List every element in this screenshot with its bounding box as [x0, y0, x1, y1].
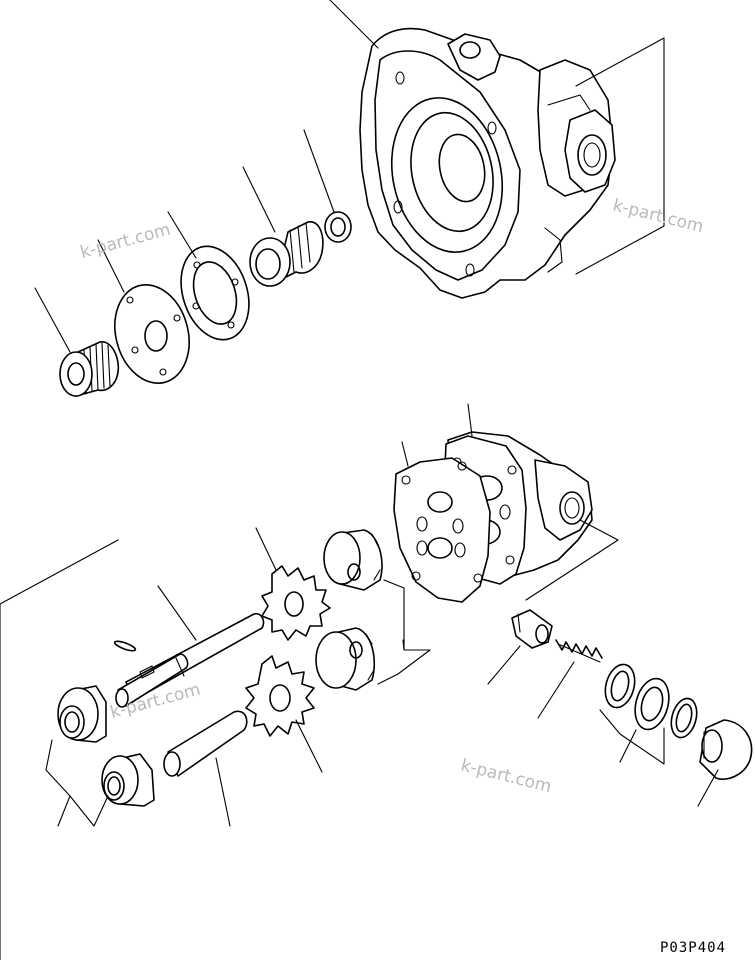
gear-bushing-lower	[315, 627, 376, 691]
o-ring	[670, 697, 698, 739]
bracket-line	[45, 739, 109, 827]
bracket-line	[377, 579, 431, 685]
leader-line	[537, 661, 575, 719]
watermark-text: k-part.com	[459, 755, 554, 797]
leader-line	[215, 757, 231, 827]
gear-bushing-upper	[323, 529, 383, 591]
relief-spring	[555, 639, 603, 663]
drive-shaft	[115, 612, 265, 708]
leader-line	[167, 211, 197, 259]
leader-line	[97, 239, 125, 293]
pump-housing	[359, 27, 616, 299]
drawing-code: P03P404	[660, 940, 726, 956]
leader-line	[467, 403, 473, 437]
idler-shaft	[163, 710, 248, 777]
plate-gasket	[393, 457, 491, 603]
flange-bushing-front	[57, 685, 107, 743]
flange-bushing-rear	[101, 753, 155, 807]
shim-washer-1	[604, 663, 636, 709]
leader-line	[402, 639, 405, 651]
relief-valve-piston	[511, 609, 553, 649]
leader-line	[295, 719, 323, 773]
leader-line	[487, 645, 521, 685]
plug-cap	[699, 719, 753, 780]
leader-line	[329, 0, 379, 49]
driven-gear-lower	[245, 655, 315, 737]
gasket-plate	[180, 245, 250, 341]
leader-line	[255, 527, 277, 571]
seal-ring	[324, 211, 352, 243]
needle-bearing	[59, 341, 120, 397]
leader-line	[157, 585, 197, 641]
leader-line	[242, 166, 276, 233]
drive-gear-upper	[261, 565, 331, 641]
leader-line	[34, 287, 71, 353]
bracket-line	[575, 37, 665, 275]
shim-washer-2	[634, 677, 670, 731]
leader-line	[57, 795, 71, 827]
bracket-line	[599, 709, 665, 765]
bracket-line	[525, 519, 619, 601]
leader-line	[303, 129, 335, 213]
bracket-line	[0, 539, 119, 960]
threaded-bushing	[249, 221, 324, 287]
leader-line	[697, 769, 719, 807]
watermark-text: k-part.com	[611, 195, 706, 237]
key-pin	[113, 640, 137, 652]
thrust-plate	[114, 284, 190, 384]
watermark-text: k-part.com	[78, 220, 173, 263]
leader-line	[619, 729, 637, 763]
leader-line	[401, 441, 409, 467]
